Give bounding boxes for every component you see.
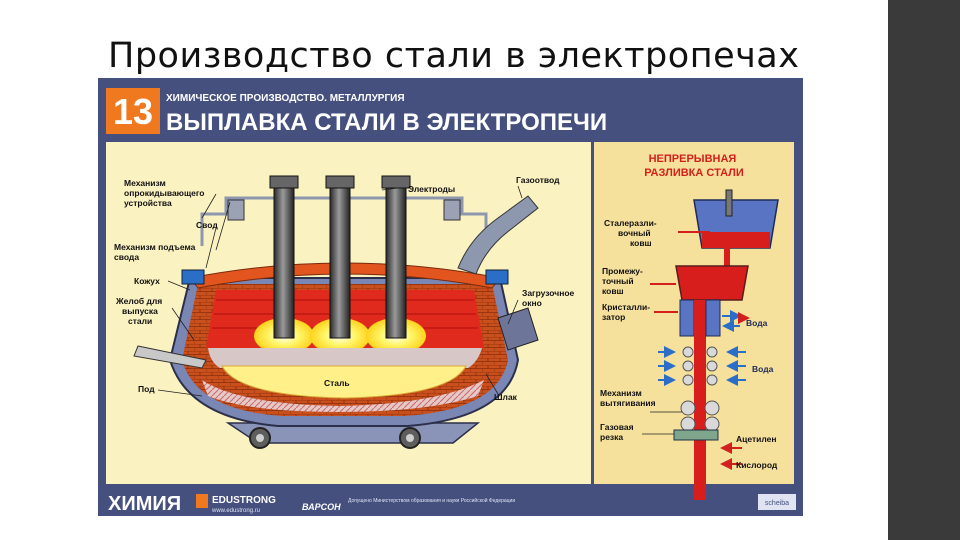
footer-website: www.edustrong.ru — [211, 508, 260, 514]
label-electrodes: Электроды — [408, 184, 455, 194]
electrode-3 — [385, 177, 407, 339]
slide-title: Производство стали в электропечах — [108, 36, 800, 76]
footer-brand: ХИМИЯ — [108, 493, 181, 515]
footer-right-logo: scheiba — [765, 500, 789, 507]
label-slag: Шлак — [494, 392, 518, 402]
charging-door — [497, 307, 539, 351]
steel-strand — [694, 300, 706, 500]
label-oxygen: Кислород — [736, 460, 778, 470]
label-tap-spout: Желоб для выпуска стали — [115, 296, 165, 326]
label-charging-door: Загрузочное окно — [522, 288, 577, 308]
tap-spout — [133, 345, 207, 369]
poster-series-title: ХИМИЧЕСКОЕ ПРОИЗВОДСТВО. МЕТАЛЛУРГИЯ — [166, 93, 405, 104]
footer-approval: Допущено Министерством образования и нау… — [348, 497, 515, 504]
tundish — [675, 265, 749, 301]
footer-publisher: EDUSTRONG — [212, 495, 276, 506]
crystallizer — [679, 299, 695, 337]
poster-number-badge — [106, 88, 160, 134]
continuous-casting: НЕПРЕРЫВНАЯ РАЗЛИВКА СТАЛИ — [642, 153, 779, 500]
poster-main-title: ВЫПЛАВКА СТАЛИ В ЭЛЕКТРОПЕЧИ — [166, 109, 607, 136]
roof-clamp-right — [485, 269, 509, 285]
electrode-2 — [329, 177, 351, 339]
molten-steel — [221, 365, 467, 399]
gas-outlet-pipe — [457, 195, 539, 275]
poster-footer: ХИМИЯ EDUSTRONG www.edustrong.ru ВАРСОН … — [108, 493, 796, 515]
hearth-insulation — [202, 380, 484, 412]
electric-furnace — [133, 175, 539, 449]
electrode-1 — [273, 177, 295, 339]
poster-diagram: 13 ХИМИЧЕСКОЕ ПРОИЗВОДСТВО. МЕТАЛЛУРГИЯ … — [98, 78, 803, 516]
pour-stream — [724, 248, 730, 272]
label-gas-outlet: Газоотвод — [516, 175, 560, 185]
footer-varson: ВАРСОН — [302, 502, 341, 512]
label-water-2: Вода — [752, 364, 774, 374]
slide-side-bar — [888, 0, 960, 540]
label-ladle: Сталеразли- вочный ковш — [604, 218, 659, 248]
label-roof: Свод — [196, 220, 218, 230]
label-gas-cutting: Газовая резка — [600, 422, 636, 442]
label-tilt-mechanism: Механизм опрокидывающего устройства — [124, 178, 207, 208]
footer-logo-icon — [196, 494, 208, 508]
label-withdrawal: Механизм вытягивания — [600, 388, 656, 408]
label-casing: Кожух — [134, 276, 160, 286]
label-hearth: Под — [138, 384, 155, 394]
label-roof-lift: Механизм подъема свода — [114, 242, 198, 262]
label-acetylene: Ацетилен — [736, 434, 777, 444]
slag-layer — [208, 348, 482, 368]
roof-clamp-left — [181, 269, 205, 285]
label-tundish: Промежу- точный ковш — [602, 266, 645, 296]
gas-cutter — [673, 429, 719, 441]
label-water-1: Вода — [746, 318, 768, 328]
label-crystallizer: Кристалли- затор — [602, 302, 652, 322]
casting-title: НЕПРЕРЫВНАЯ РАЗЛИВКА СТАЛИ — [644, 153, 744, 179]
poster-number: 13 — [113, 91, 153, 132]
label-steel: Сталь — [324, 378, 350, 388]
